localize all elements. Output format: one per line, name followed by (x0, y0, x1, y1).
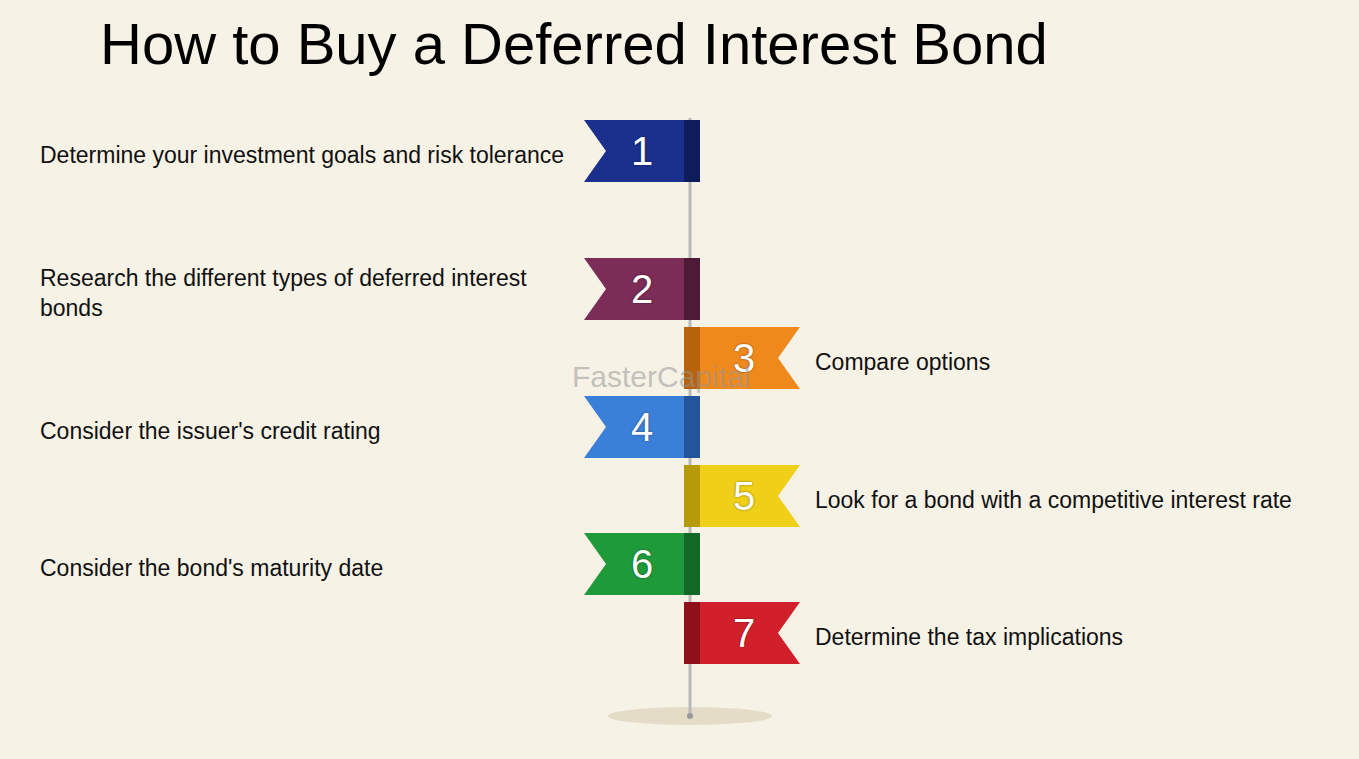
callout-number: 4 (617, 396, 667, 458)
step-text: Consider the bond's maturity date (40, 553, 565, 583)
callout-number: 6 (617, 533, 667, 595)
flag-marker: 5Look for a bond with a competitive inte… (684, 465, 800, 527)
flag-marker: 4Consider the issuer's credit rating (584, 396, 700, 458)
step-text: Consider the issuer's credit rating (40, 416, 565, 446)
callout-number: 5 (719, 465, 769, 527)
flag-marker: 2Research the different types of deferre… (584, 258, 700, 320)
flag-marker: 6Consider the bond's maturity date (584, 533, 700, 595)
step-text: Determine the tax implications (815, 622, 1345, 652)
flag-marker: 1Determine your investment goals and ris… (584, 120, 700, 182)
title: How to Buy a Deferred Interest Bond (100, 10, 1048, 77)
callout-number: 2 (617, 258, 667, 320)
callout-number: 7 (719, 602, 769, 664)
callout-number: 1 (617, 120, 667, 182)
watermark: FasterCapital (572, 360, 750, 394)
step-text: Research the different types of deferred… (40, 263, 565, 323)
flag-marker: 7Determine the tax implications (684, 602, 800, 664)
step-text: Determine your investment goals and risk… (40, 140, 565, 170)
step-text: Compare options (815, 347, 1345, 377)
step-text: Look for a bond with a competitive inter… (815, 485, 1345, 515)
pole-tip (687, 713, 693, 719)
